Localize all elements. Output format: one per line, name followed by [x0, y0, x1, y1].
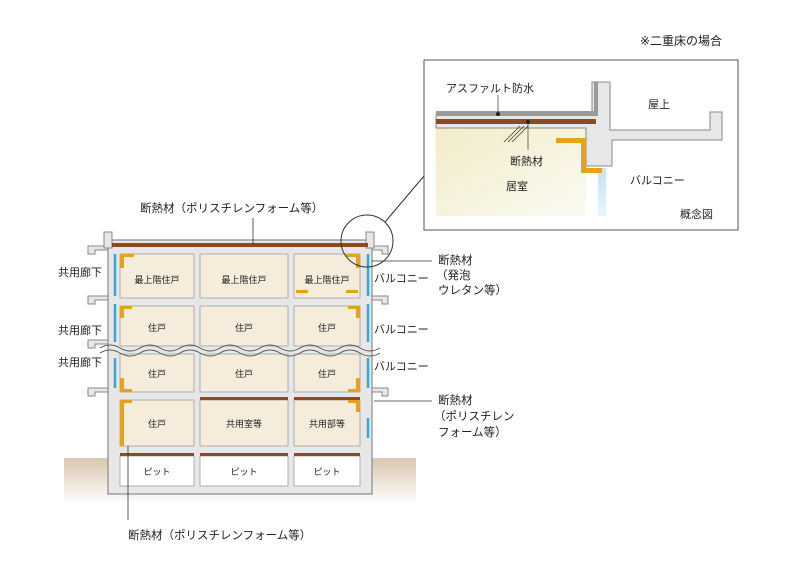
room-r1-c1 [119, 253, 195, 299]
balcony-label: バルコニー [374, 272, 429, 285]
pit-label: ピット [143, 467, 170, 478]
foam-insulation-label: （発泡 [436, 268, 471, 282]
room-label: 住戸 [318, 368, 336, 380]
glass-walls [113, 254, 370, 438]
room-r3-c1 [119, 353, 195, 393]
room-label: 共用室等 [226, 418, 262, 430]
section-break [99, 344, 381, 357]
detail-connector [384, 175, 425, 223]
room-r2-c2 [199, 305, 289, 347]
pit-c1 [119, 455, 195, 487]
detail-insulation-label: 断熱材 [510, 154, 543, 168]
room-r1-c2 [199, 253, 289, 299]
poly-insulation-label: フォーム等） [438, 425, 507, 439]
rooftop-label: 屋上 [648, 98, 670, 111]
asphalt-label: アスファルト防水 [446, 81, 534, 95]
double-floor-note: ※二重床の場合 [640, 33, 722, 48]
pit-label: ピット [313, 467, 340, 478]
concept-label: 概念図 [680, 207, 713, 221]
room-label: 住戸 [148, 322, 166, 334]
room-label: 住戸 [235, 322, 253, 334]
roof-insulation [112, 243, 368, 247]
corridor-label: 共用廊下 [58, 323, 102, 337]
room-r4-c2 [199, 399, 289, 447]
room-label: 最上階住戸 [221, 274, 266, 286]
balcony-label: バルコニー [374, 360, 429, 373]
pit-c2 [199, 455, 289, 487]
room-r3-c2 [199, 353, 289, 393]
room-r2-c1 [119, 305, 195, 347]
room-label: 住戸 [148, 368, 166, 380]
room-label: 住戸 [318, 322, 336, 334]
poly-insulation-label: （ポリスチレン [434, 409, 515, 423]
room-label: 共用部等 [309, 418, 345, 430]
balcony-label: バルコニー [374, 323, 429, 336]
top-insulation-label: 断熱材（ポリスチレンフォーム等） [140, 201, 323, 215]
room-r4-c3 [293, 399, 361, 447]
room-label: 住戸 [148, 418, 166, 430]
pit-c3 [293, 455, 361, 487]
corridor-label: 共用廊下 [58, 265, 102, 279]
room-label: 住戸 [235, 368, 253, 380]
bottom-insulation-label: 断熱材（ポリスチレンフォーム等） [128, 528, 311, 542]
floor-insulation-brown [120, 397, 360, 456]
foam-insulation-label: ウレタン等） [438, 283, 507, 297]
room-r3-c3 [293, 353, 361, 393]
room-r4-c1 [119, 399, 195, 447]
living-room-label: 居室 [506, 179, 528, 193]
detail-box [423, 59, 739, 231]
detail-balcony-label: バルコニー [630, 174, 685, 187]
poly-insulation-label: 断熱材 [438, 393, 473, 407]
room-r2-c3 [293, 305, 361, 347]
magnifier-circle [340, 214, 394, 268]
foam-insulation-orange [120, 254, 360, 446]
room-label: 最上階住戸 [304, 274, 349, 286]
foam-insulation-label: 断熱材 [438, 253, 473, 267]
corridor-label: 共用廊下 [58, 355, 102, 369]
room-label: 最上階住戸 [134, 274, 179, 286]
pit-label: ピット [230, 467, 257, 478]
